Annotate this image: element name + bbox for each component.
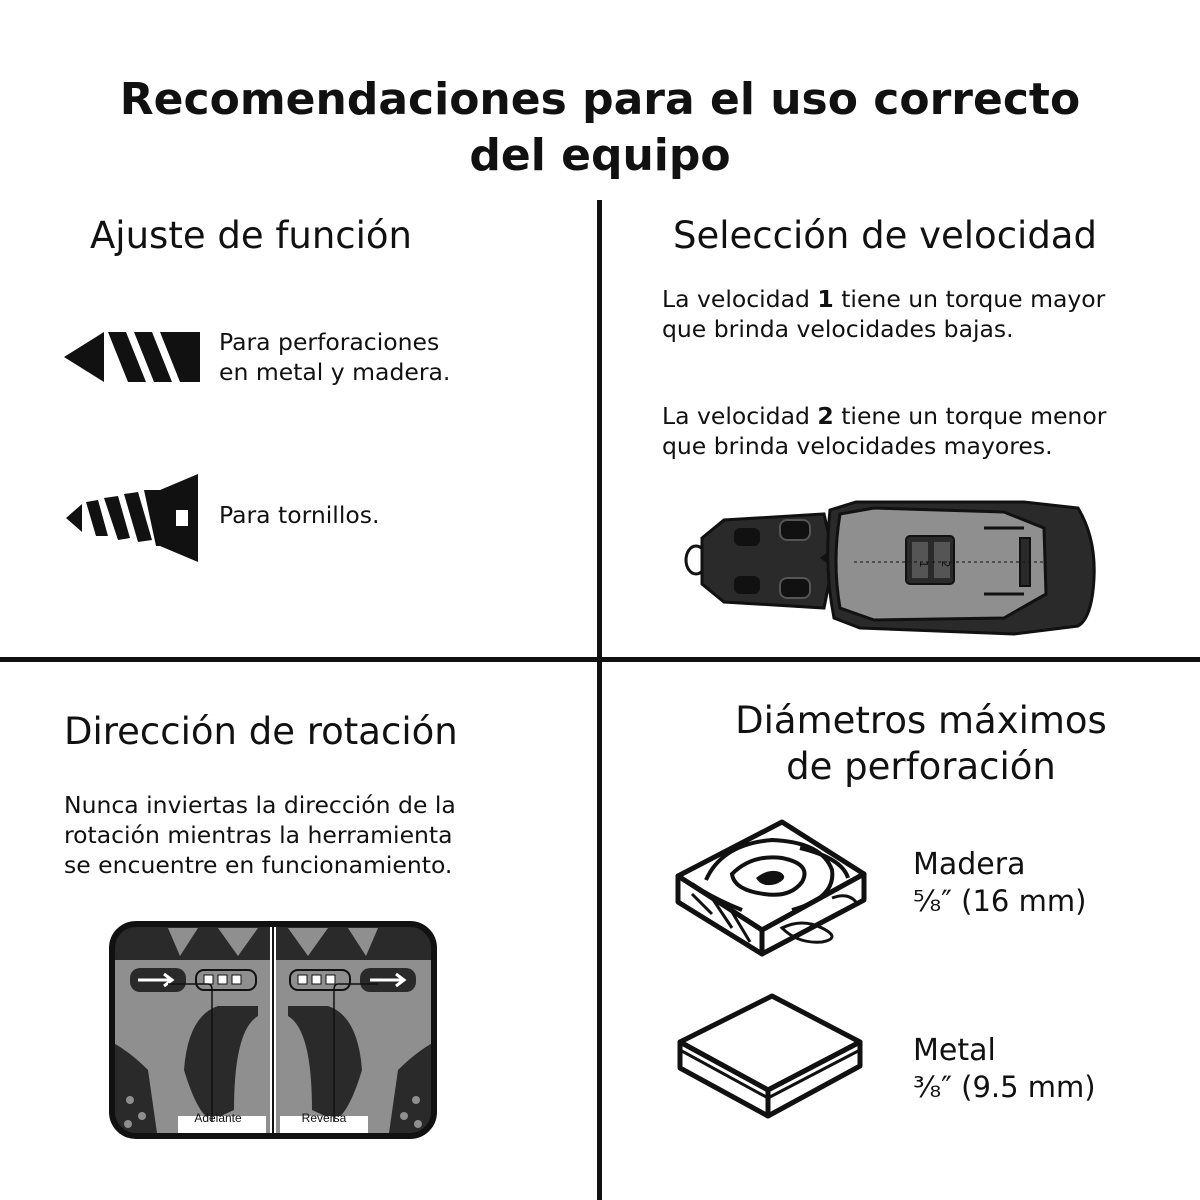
speed1-number: 1 — [817, 285, 834, 313]
metal-sheet-icon — [677, 993, 863, 1119]
horizontal-divider — [0, 657, 1200, 662]
drill-top-view-illustration: 1 2 — [684, 500, 1096, 636]
speed2-line2: que brinda velocidades mayores. — [662, 432, 1053, 460]
diameter-heading: Diámetros máximos de perforación — [700, 698, 1142, 790]
rotation-line3: se encuentre en funcionamiento. — [64, 851, 453, 879]
speed1-line2: que brinda velocidades bajas. — [662, 315, 1014, 343]
wood-block-icon — [675, 819, 867, 957]
drill-mode-line2: en metal y madera. — [219, 358, 451, 386]
speed1-post: tiene un torque mayor — [833, 285, 1106, 313]
diameter-heading-line2: de perforación — [786, 745, 1056, 788]
metal-max-diameter: ³⁄₈″ (9.5 mm) — [913, 1070, 1096, 1104]
page-title: Recomendaciones para el uso correcto del… — [0, 72, 1200, 184]
function-heading: Ajuste de función — [90, 214, 412, 257]
wood-max-diameter: ⁵⁄₈″ (16 mm) — [913, 884, 1087, 918]
speed2-pre: La velocidad — [662, 402, 818, 430]
drill-bit-icon — [64, 332, 200, 382]
speed2-post: tiene un torque menor — [833, 402, 1107, 430]
speed-switch-label-2: 2 — [939, 561, 952, 568]
wood-label: Madera — [913, 847, 1026, 882]
screw-bit-icon — [66, 474, 198, 562]
rotation-warning-text: Nunca inviertas la dirección de la rotac… — [64, 790, 456, 880]
speed-switch-label-1: 1 — [917, 561, 930, 568]
rotation-line2: rotación mientras la herramienta — [64, 821, 453, 849]
drill-mode-text: Para perforaciones en metal y madera. — [219, 327, 450, 387]
page-title-line2: del equipo — [469, 130, 731, 181]
speed1-text: La velocidad 1 tiene un torque mayor que… — [662, 284, 1105, 344]
speed2-number: 2 — [817, 402, 834, 430]
speed2-text: La velocidad 2 tiene un torque menor que… — [662, 401, 1106, 461]
speed-heading: Selección de velocidad — [673, 214, 1097, 257]
rotation-line1: Nunca inviertas la dirección de la — [64, 791, 456, 819]
page-title-line1: Recomendaciones para el uso correcto — [119, 74, 1081, 125]
metal-label: Metal — [913, 1033, 996, 1068]
rotation-heading: Dirección de rotación — [64, 710, 458, 753]
reverse-label: Reversa — [302, 1111, 347, 1125]
speed1-pre: La velocidad — [662, 285, 818, 313]
rotation-illustration: Adelante Reversa — [109, 921, 437, 1139]
vertical-divider — [597, 200, 602, 1200]
diameter-heading-line1: Diámetros máximos — [735, 699, 1107, 742]
screw-mode-text: Para tornillos. — [219, 501, 380, 529]
drill-mode-line1: Para perforaciones — [219, 328, 440, 356]
forward-label: Adelante — [194, 1111, 242, 1125]
